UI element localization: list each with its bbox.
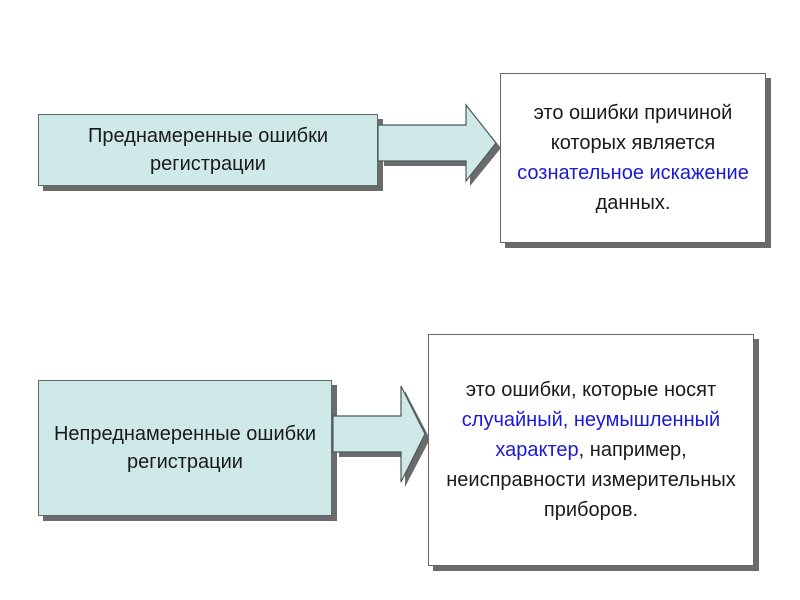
intentional-errors-label: Преднамеренные ошибки регистрации	[88, 125, 328, 175]
unintentional-errors-highlight: случайный, неумышленный характер	[461, 409, 721, 461]
unintentional-errors-label: Непреднамеренные ошибки регистрации	[53, 423, 317, 473]
unintentional-errors-box: Непреднамеренные ошибки регистрации	[38, 380, 332, 516]
intentional-errors-highlight: сознательное искажение	[517, 162, 749, 184]
intentional-errors-definition-box: это ошибки причиной которых является соз…	[500, 73, 766, 243]
intentional-errors-definition: это ошибки причиной которых является соз…	[517, 102, 749, 214]
bottom-arrow-icon	[332, 385, 430, 487]
intentional-errors-box: Преднамеренные ошибки регистрации	[38, 114, 378, 186]
top-arrow-icon	[377, 103, 501, 186]
unintentional-errors-definition: это ошибки, которые носят случайный, неу…	[446, 379, 736, 521]
unintentional-errors-definition-box: это ошибки, которые носят случайный, неу…	[428, 334, 754, 566]
